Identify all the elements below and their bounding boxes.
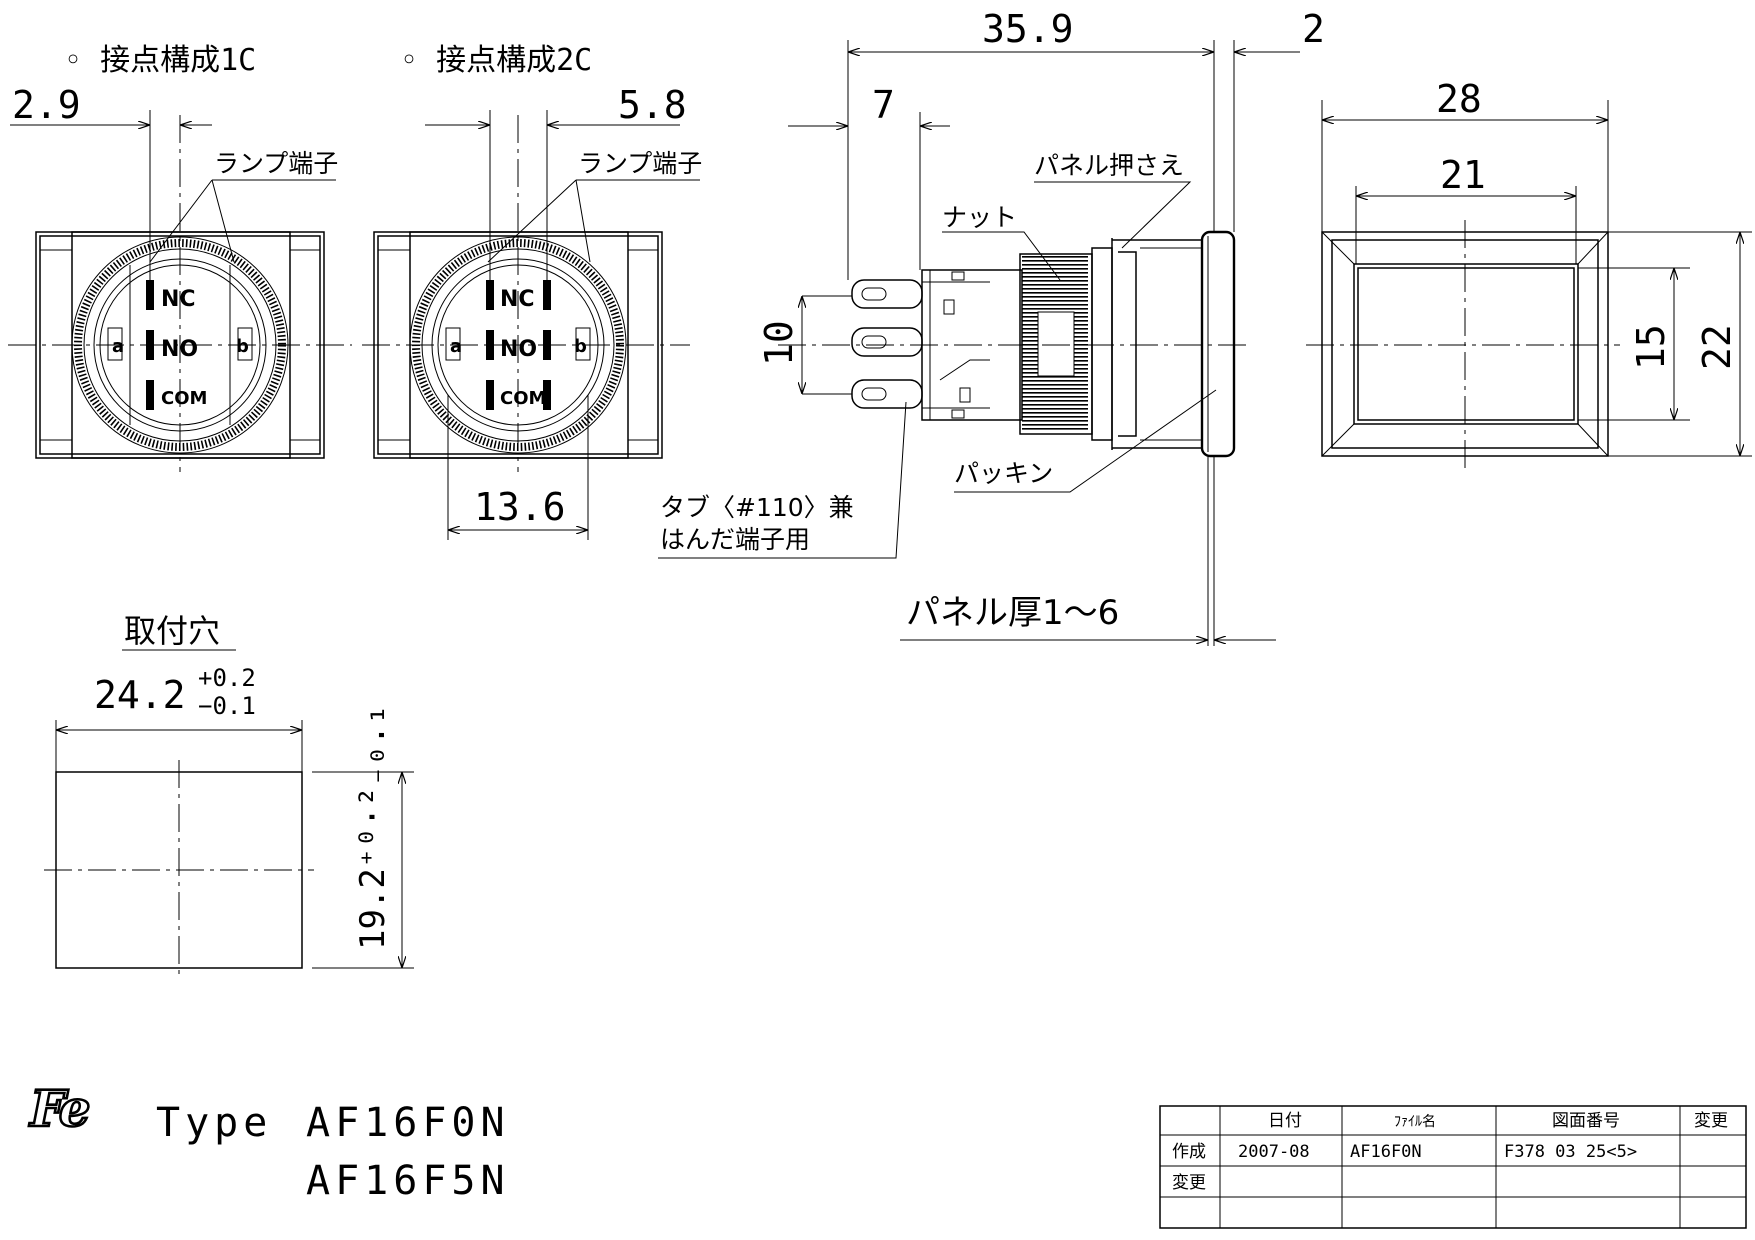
- footer-type: Fe Type AF16F0N AF16F5N: [27, 1078, 510, 1204]
- lamp-terminal-label-1c: ランプ端子: [214, 149, 338, 178]
- terminal-a: a: [112, 336, 124, 357]
- face-view: 28 21 15 22: [1306, 77, 1752, 470]
- terminal-b-2c: b: [574, 336, 587, 357]
- title-block-drawing-number: F378 03 25<5>: [1504, 1142, 1637, 1162]
- mounting-hole-title: 取付穴: [124, 612, 220, 650]
- terminal-nc: NC: [161, 287, 196, 312]
- terminal-b: b: [236, 336, 249, 357]
- title-block-header-drawing-no: 図面番号: [1552, 1111, 1620, 1131]
- dim-15: 15: [1629, 324, 1673, 370]
- dim-7: 7: [872, 83, 895, 127]
- mounting-hole-width: 24.2: [94, 673, 186, 717]
- side-view: 10 35.9 2 7 パネル厚1～6 ナット パネル押さえ パッキン タブ〈#…: [658, 7, 1325, 646]
- front-view-2c: ◦ 接点構成2C NC NO COM a b 5.8 13.6: [362, 43, 702, 540]
- title-block-row-created: 作成: [1172, 1142, 1206, 1162]
- dim-2: 2: [1302, 7, 1325, 51]
- mounting-hole-width-minus: −0.1: [198, 692, 256, 720]
- title-block-row-change: 変更: [1172, 1173, 1206, 1193]
- title-block: 日付 ﾌｧｲﾙ名 図面番号 変更 作成 2007-08 AF16F0N F378…: [1159, 1105, 1747, 1229]
- model-number-1: AF16F0N: [306, 1100, 510, 1146]
- title-block-file-name: AF16F0N: [1350, 1142, 1422, 1162]
- title-block-created-date: 2007-08: [1238, 1142, 1310, 1162]
- title-block-header-change: 変更: [1694, 1111, 1728, 1131]
- dim-21: 21: [1440, 153, 1486, 197]
- title-block-header-file: ﾌｧｲﾙ名: [1394, 1114, 1436, 1130]
- contact-2c-title: ◦ 接点構成2C: [400, 43, 592, 78]
- dim-10: 10: [757, 320, 801, 366]
- model-number-2: AF16F5N: [306, 1158, 510, 1204]
- dim-28: 28: [1436, 77, 1482, 121]
- company-logo: Fe: [28, 1079, 89, 1138]
- type-label: Type: [156, 1100, 272, 1146]
- mounting-hole: 取付穴 24.2 +0.2 −0.1 19.2⁺⁰·²₋₀.₁: [44, 612, 414, 980]
- mounting-hole-height: 19.2⁺⁰·²₋₀.₁: [353, 704, 393, 950]
- title-block-header-date: 日付: [1268, 1111, 1302, 1131]
- dim-22: 22: [1695, 324, 1739, 370]
- tab-label-line1: タブ〈#110〉兼: [660, 493, 854, 522]
- dim-35-9: 35.9: [982, 7, 1074, 51]
- dim-13-6: 13.6: [474, 485, 566, 529]
- dim-2-9: 2.9: [12, 83, 81, 127]
- panel-thickness-label: パネル厚1～6: [906, 593, 1119, 633]
- terminal-com-2c: COM: [500, 388, 546, 409]
- terminal-no-2c: NO: [500, 337, 537, 362]
- lamp-terminal-label-2c: ランプ端子: [578, 149, 702, 178]
- packing-label: パッキン: [954, 459, 1053, 488]
- nut-label: ナット: [942, 203, 1017, 232]
- terminal-nc-2c: NC: [500, 287, 535, 312]
- mounting-hole-width-plus: +0.2: [198, 664, 256, 692]
- terminal-com: COM: [161, 388, 207, 409]
- contact-1c-title: ◦ 接点構成1C: [64, 43, 256, 78]
- dim-5-8: 5.8: [618, 83, 687, 127]
- terminal-a-2c: a: [450, 336, 462, 357]
- front-view-1c: ◦ 接点構成1C NC NO COM a b 2.9 ランプ端子: [8, 43, 352, 472]
- panel-holder-label: パネル押さえ: [1034, 151, 1184, 180]
- tab-label-line2: はんだ端子用: [660, 525, 810, 554]
